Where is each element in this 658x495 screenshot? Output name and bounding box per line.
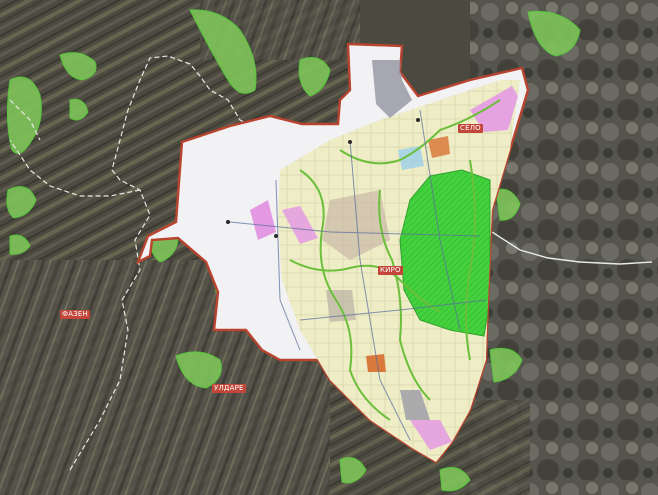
village-label-west[interactable]: ФАЗЕН (60, 310, 90, 319)
plan-green-belts (289, 99, 501, 421)
blue-zone (398, 146, 424, 170)
pink-zone-west (250, 200, 276, 240)
orange-zone (366, 354, 386, 372)
orange-zone-north (428, 136, 450, 158)
plan-roads (229, 109, 487, 441)
gray-zone-north (372, 60, 412, 118)
settlement-label-north[interactable]: СЕЛО (458, 124, 483, 133)
town-label-center[interactable]: КИРО (378, 266, 403, 275)
pink-zone-center (282, 206, 318, 244)
pink-zone-north (470, 86, 518, 132)
gray-zone-south (400, 390, 430, 420)
block-south-center (326, 290, 356, 322)
center-blocks (322, 190, 390, 260)
plan-markers (226, 118, 420, 238)
pink-zone-south (410, 420, 452, 450)
admin-boundaries (9, 55, 256, 471)
boundary-east (491, 231, 653, 265)
village-label-south[interactable]: УЛДАРЕ (212, 384, 246, 393)
